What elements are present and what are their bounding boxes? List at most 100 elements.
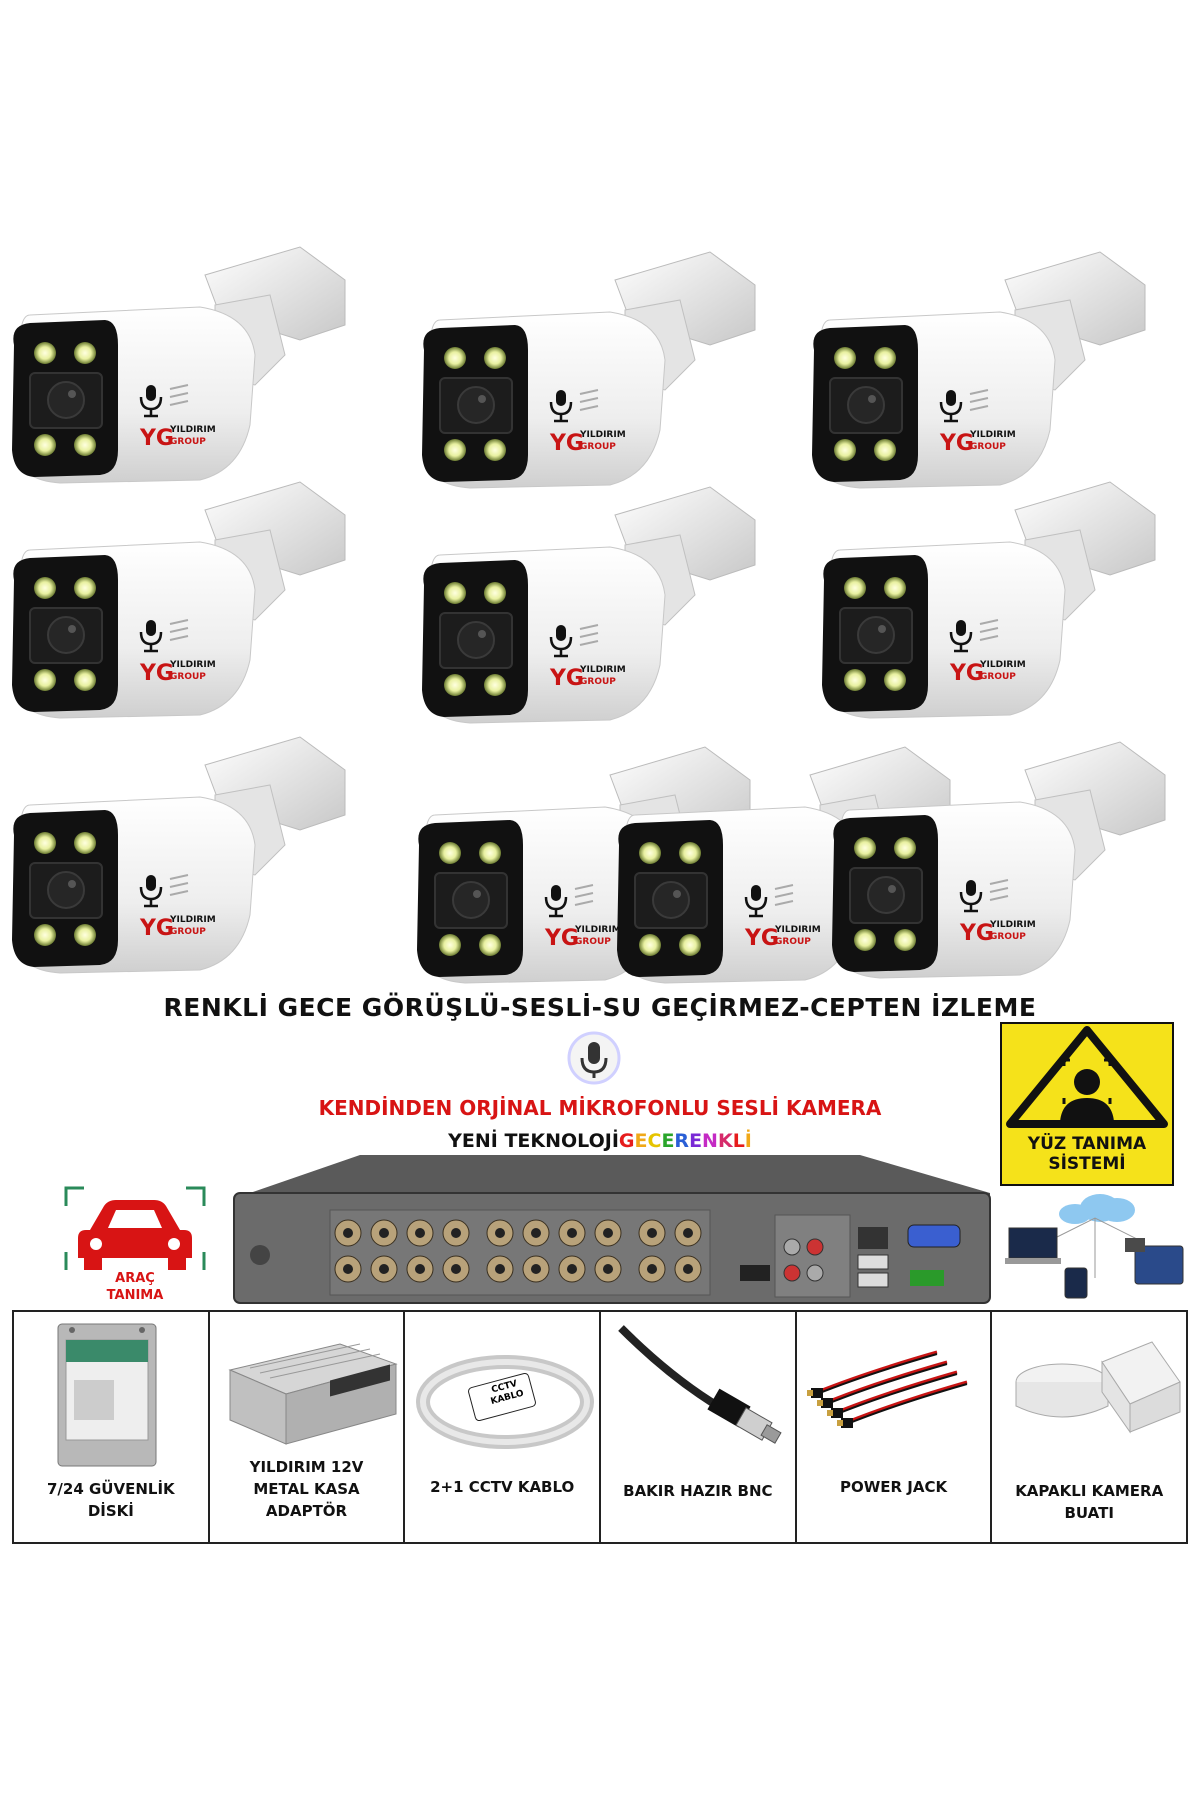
bullet-camera: YILDIRIM GROUP <box>820 480 1157 720</box>
camera-brand-bottom: GROUP <box>580 442 616 452</box>
colored-letter: R <box>674 1130 690 1152</box>
junction-box-image <box>1015 1341 1182 1434</box>
colored-letter: N <box>702 1130 718 1152</box>
technology-word-night: GECE <box>619 1130 675 1152</box>
colored-letter: İ <box>744 1130 752 1152</box>
face-badge-line2: SİSTEMİ <box>1048 1154 1126 1174</box>
face-recognition-badge: YÜZ TANIMA SİSTEMİ <box>1000 1022 1174 1186</box>
camera-brand-bottom: GROUP <box>970 442 1006 452</box>
bullet-camera: YILDIRIM GROUP <box>10 480 347 720</box>
camera-brand-bottom: GROUP <box>170 437 206 447</box>
bnc-port <box>522 1219 550 1247</box>
camera-brand-top: YILDIRIM <box>169 660 216 670</box>
bullet-camera: YILDIRIM GROUP <box>10 735 347 975</box>
bnc-port <box>334 1255 362 1283</box>
bnc-port <box>638 1219 666 1247</box>
colored-letter: E <box>661 1130 675 1152</box>
dvr-recorder <box>220 1155 1000 1305</box>
bullet-camera: YILDIRIM GROUP <box>420 485 757 725</box>
accessory-6-line2: BUATI <box>1064 1504 1114 1522</box>
microphone-feature-text: KENDİNDEN ORJİNAL MİKROFONLU SESLİ KAMER… <box>318 1096 882 1120</box>
accessories-grid: 7/24 GÜVENLİK DİSKİ YILDIRIM 12V METAL K… <box>12 1310 1188 1544</box>
camera-brand-top: YILDIRIM <box>774 925 821 935</box>
accessory-cable: CCTV KABLO 2+1 CCTV KABLO <box>405 1312 602 1542</box>
accessory-2-line1: YILDIRIM 12V <box>249 1458 364 1476</box>
bnc-port <box>638 1255 666 1283</box>
accessory-power-supply: YILDIRIM 12V METAL KASA ADAPTÖR <box>210 1312 406 1542</box>
bnc-port <box>406 1255 434 1283</box>
camera-brand-bottom: GROUP <box>990 932 1026 942</box>
camera-brand-top: YILDIRIM <box>574 925 621 935</box>
camera-brand-top: YILDIRIM <box>579 665 626 675</box>
colored-letter: G <box>618 1130 635 1152</box>
camera-brand-bottom: GROUP <box>170 927 206 937</box>
colored-letter: E <box>689 1130 703 1152</box>
colored-letter: L <box>732 1130 745 1152</box>
camera-brand-bottom: GROUP <box>575 937 611 947</box>
bullet-camera: YILDIRIM GROUP <box>420 250 757 490</box>
accessory-power-jack: POWER JACK <box>797 1312 993 1542</box>
microphone-icon <box>566 1030 622 1086</box>
cloud-icon <box>1059 1194 1135 1224</box>
bnc-port <box>334 1219 362 1247</box>
accessory-hard-disk: 7/24 GÜVENLİK DİSKİ <box>14 1312 210 1542</box>
bullet-camera: YILDIRIM GROUP <box>615 745 952 985</box>
power-jack-image <box>806 1350 968 1428</box>
colored-letter: E <box>634 1130 648 1152</box>
bnc-port <box>674 1255 702 1283</box>
bnc-port <box>486 1255 514 1283</box>
accessory-2-line3: ADAPTÖR <box>265 1502 348 1520</box>
colored-letter: C <box>647 1130 662 1152</box>
power-supply-image <box>228 1343 398 1445</box>
technology-word-color: RENKLİ <box>674 1130 751 1152</box>
camera-brand-bottom: GROUP <box>580 677 616 687</box>
bullet-camera: YILDIRIM GROUP <box>415 745 752 985</box>
hard-disk-image <box>57 1323 157 1467</box>
camera-brand-top: YILDIRIM <box>169 425 216 435</box>
vehicle-recognition-badge: ARAÇ TANIMA <box>60 1184 210 1314</box>
feature-headline: RENKLİ GECE GÖRÜŞLÜ-SESLİ-SU GEÇİRMEZ-CE… <box>163 993 1037 1022</box>
camera-brand-top: YILDIRIM <box>979 660 1026 670</box>
accessory-4-line1: BAKIR HAZIR BNC <box>623 1482 773 1500</box>
bnc-connector-image <box>618 1325 782 1444</box>
accessory-6-line1: KAPAKLI KAMERA <box>1015 1482 1164 1500</box>
bnc-port <box>594 1219 622 1247</box>
accessory-5-line1: POWER JACK <box>839 1478 948 1496</box>
accessory-1-line1: 7/24 GÜVENLİK <box>46 1480 175 1498</box>
camera-brand-bottom: GROUP <box>775 937 811 947</box>
bnc-port <box>442 1255 470 1283</box>
bnc-port <box>594 1255 622 1283</box>
camera-brand-top: YILDIRIM <box>969 430 1016 440</box>
bnc-port <box>370 1219 398 1247</box>
accessory-junction-box: KAPAKLI KAMERA BUATI <box>992 1312 1186 1542</box>
accessory-bnc: BAKIR HAZIR BNC <box>601 1312 797 1542</box>
accessory-3-line1: 2+1 CCTV KABLO <box>430 1478 575 1496</box>
accessory-1-line2: DİSKİ <box>87 1502 134 1520</box>
bnc-port <box>558 1255 586 1283</box>
face-badge-line1: YÜZ TANIMA <box>1027 1134 1147 1154</box>
car-icon <box>64 1186 206 1270</box>
camera-brand-top: YILDIRIM <box>169 915 216 925</box>
camera-brand-top: YILDIRIM <box>579 430 626 440</box>
technology-prefix: YENİ TEKNOLOJİ <box>448 1130 619 1152</box>
camera-brand-top: YILDIRIM <box>989 920 1036 930</box>
technology-line: YENİ TEKNOLOJİ GECE RENKLİ <box>0 1130 1200 1152</box>
cable-roll-image <box>416 1355 595 1449</box>
bnc-port <box>406 1219 434 1247</box>
bullet-camera: YILDIRIM GROUP <box>10 245 347 485</box>
bnc-port <box>558 1219 586 1247</box>
camera-brand-bottom: GROUP <box>980 672 1016 682</box>
face-warning-icon <box>1006 1026 1168 1128</box>
accessory-2-line2: METAL KASA <box>253 1480 360 1498</box>
vehicle-badge-line1: ARAÇ <box>115 1271 155 1286</box>
bnc-port <box>674 1219 702 1247</box>
camera-brand-bottom: GROUP <box>170 672 206 682</box>
colored-letter: K <box>717 1130 733 1152</box>
bullet-camera: YILDIRIM GROUP <box>810 250 1147 490</box>
bnc-port <box>370 1255 398 1283</box>
bnc-port <box>442 1219 470 1247</box>
bullet-camera: YILDIRIM GROUP <box>830 740 1167 980</box>
remote-viewing-devices <box>1005 1188 1190 1300</box>
vehicle-badge-line2: TANIMA <box>106 1288 164 1303</box>
bnc-port <box>522 1255 550 1283</box>
